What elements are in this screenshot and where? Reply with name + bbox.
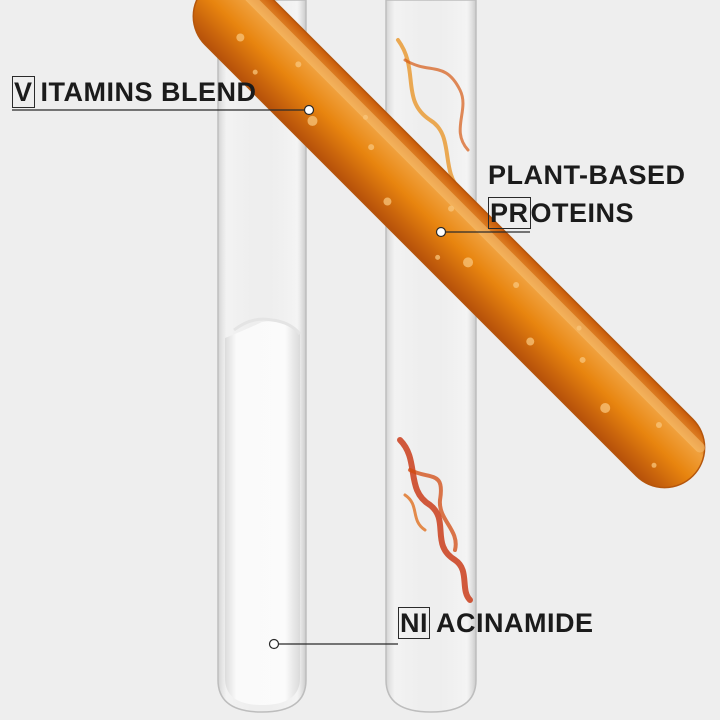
proteins-label-rest: OTEINS [530,198,635,228]
plant-based-label-line1: PLANT-BASED [488,160,686,190]
niacinamide-label-boxed: NI [398,607,430,639]
plant-based-label-line2: PROTEINS [488,196,634,230]
proteins-label-boxed: PR [488,197,531,229]
callout-lines [12,104,530,650]
vitamins-label-boxed: V [12,76,35,108]
niacinamide-tube [217,0,307,713]
white-cream [225,321,300,705]
niacinamide-label-rest: ACINAMIDE [436,608,594,638]
vitamins-label-rest: ITAMINS BLEND [40,77,257,107]
